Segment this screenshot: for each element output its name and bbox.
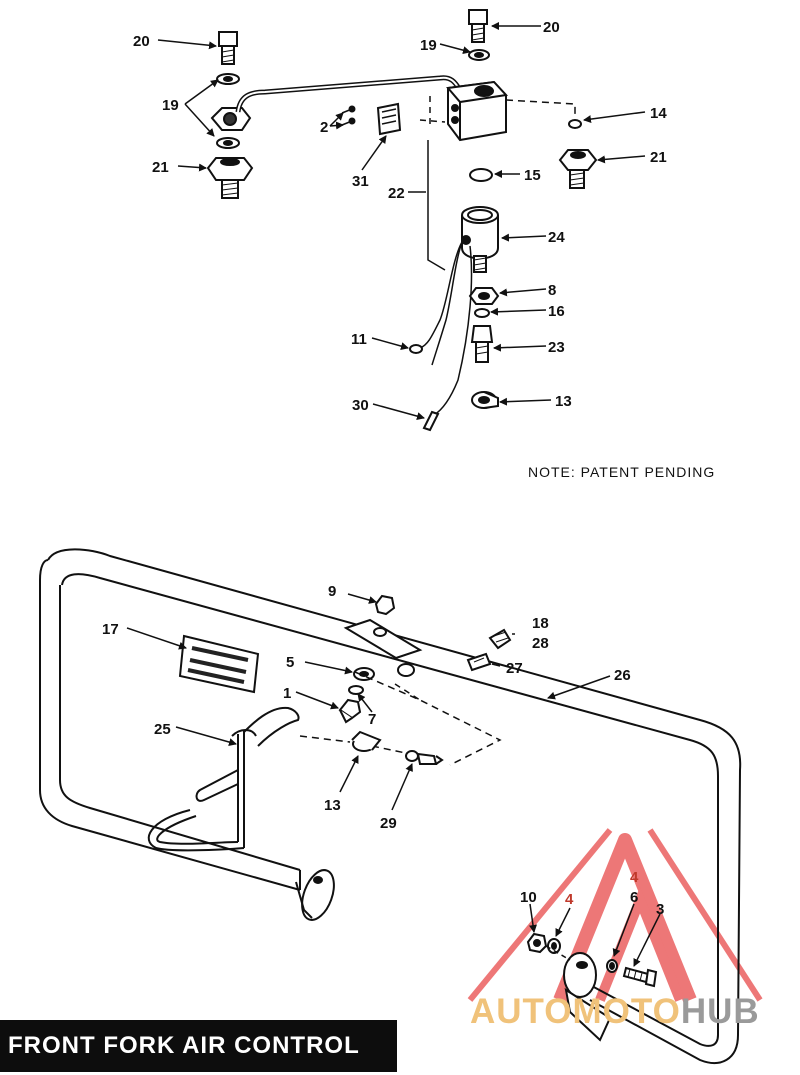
terminal-11 <box>409 344 423 354</box>
fitting-23 <box>470 325 494 363</box>
callout-21-right: 21 <box>650 149 667 166</box>
callout-labels: 20 20 19 19 14 2 21 21 31 15 22 24 8 16 … <box>102 19 667 918</box>
decal-17 <box>178 634 260 694</box>
callout-13-bottom: 13 <box>324 797 341 814</box>
plugs-2 <box>341 105 356 126</box>
tube-25 <box>147 706 300 852</box>
bolt-20-right <box>468 9 488 43</box>
callout-19-right: 19 <box>420 37 437 54</box>
mount-plate-left <box>295 869 335 921</box>
callout-9: 9 <box>328 583 336 600</box>
manifold-block <box>446 80 509 142</box>
banjo-fitting-left <box>210 107 252 131</box>
o-ring-16 <box>474 308 490 318</box>
bolt-1 <box>338 698 362 724</box>
callout-14: 14 <box>650 105 667 122</box>
mount-plate-right <box>563 952 612 1042</box>
clamp-13-top <box>471 391 499 409</box>
callout-23: 23 <box>548 339 565 356</box>
o-ring-15 <box>469 168 493 182</box>
callout-27: 27 <box>506 660 523 677</box>
callout-26: 26 <box>614 667 631 684</box>
callout-29: 29 <box>380 815 397 832</box>
callout-21-left: 21 <box>152 159 169 176</box>
fitting-29 <box>405 750 444 765</box>
leader-lines-top <box>157 22 646 421</box>
connector-30 <box>422 410 440 432</box>
callout-18: 18 <box>532 615 549 632</box>
callout-28: 28 <box>532 635 549 652</box>
washer-7 <box>348 685 364 695</box>
fitting-27 <box>466 652 492 672</box>
top-assembly <box>206 9 598 432</box>
fitting-21-right <box>558 149 598 189</box>
bracket-9 <box>343 594 423 660</box>
connector-31 <box>376 102 402 136</box>
o-ring-14 <box>568 119 582 129</box>
callout-13-top: 13 <box>555 393 572 410</box>
watermark-text: AUTOMOTOHUB <box>470 992 760 1032</box>
watermark-part2: HUB <box>680 992 760 1031</box>
callout-20-left: 20 <box>133 33 150 50</box>
gauge-24 <box>461 206 499 273</box>
callout-16: 16 <box>548 303 565 320</box>
crash-bar-assembly <box>39 548 742 1064</box>
fitting-21-left <box>206 157 254 199</box>
callout-15: 15 <box>524 167 541 184</box>
callout-10: 10 <box>520 889 537 906</box>
nut-10 <box>526 932 548 954</box>
callout-11: 11 <box>351 331 367 348</box>
clamp-13-bottom <box>351 730 382 752</box>
patent-note: NOTE: PATENT PENDING <box>528 464 716 480</box>
bolt-3 <box>622 966 658 988</box>
watermark-logo <box>467 828 763 1003</box>
bolt-20-left <box>218 31 238 65</box>
callout-3: 3 <box>656 901 664 918</box>
valve-18 <box>488 628 512 650</box>
callout-30: 30 <box>352 397 369 414</box>
air-tube <box>235 75 463 113</box>
callout-4-left: 4 <box>565 891 574 908</box>
callout-5: 5 <box>286 654 294 671</box>
callout-25: 25 <box>154 721 171 738</box>
callout-24: 24 <box>548 229 565 246</box>
callout-7: 7 <box>368 711 376 728</box>
callout-31: 31 <box>352 173 369 190</box>
callout-1: 1 <box>283 685 291 702</box>
callout-4-right: 4 <box>630 869 639 886</box>
grommet <box>397 663 415 677</box>
wire-11 <box>419 241 463 349</box>
callout-8: 8 <box>548 282 556 299</box>
callout-6: 6 <box>630 889 638 906</box>
callout-2: 2 <box>320 119 328 136</box>
callout-22: 22 <box>388 185 405 202</box>
callout-19-left: 19 <box>162 97 179 114</box>
crash-bar-26 <box>39 548 742 1064</box>
title-bar: FRONT FORK AIR CONTROL <box>0 1020 397 1072</box>
watermark-part1: AUTOMOTO <box>470 992 681 1031</box>
diagram-title: FRONT FORK AIR CONTROL <box>8 1032 360 1059</box>
callout-17: 17 <box>102 621 119 638</box>
leader-lines-bottom <box>126 593 661 967</box>
callout-20-right: 20 <box>543 19 560 36</box>
